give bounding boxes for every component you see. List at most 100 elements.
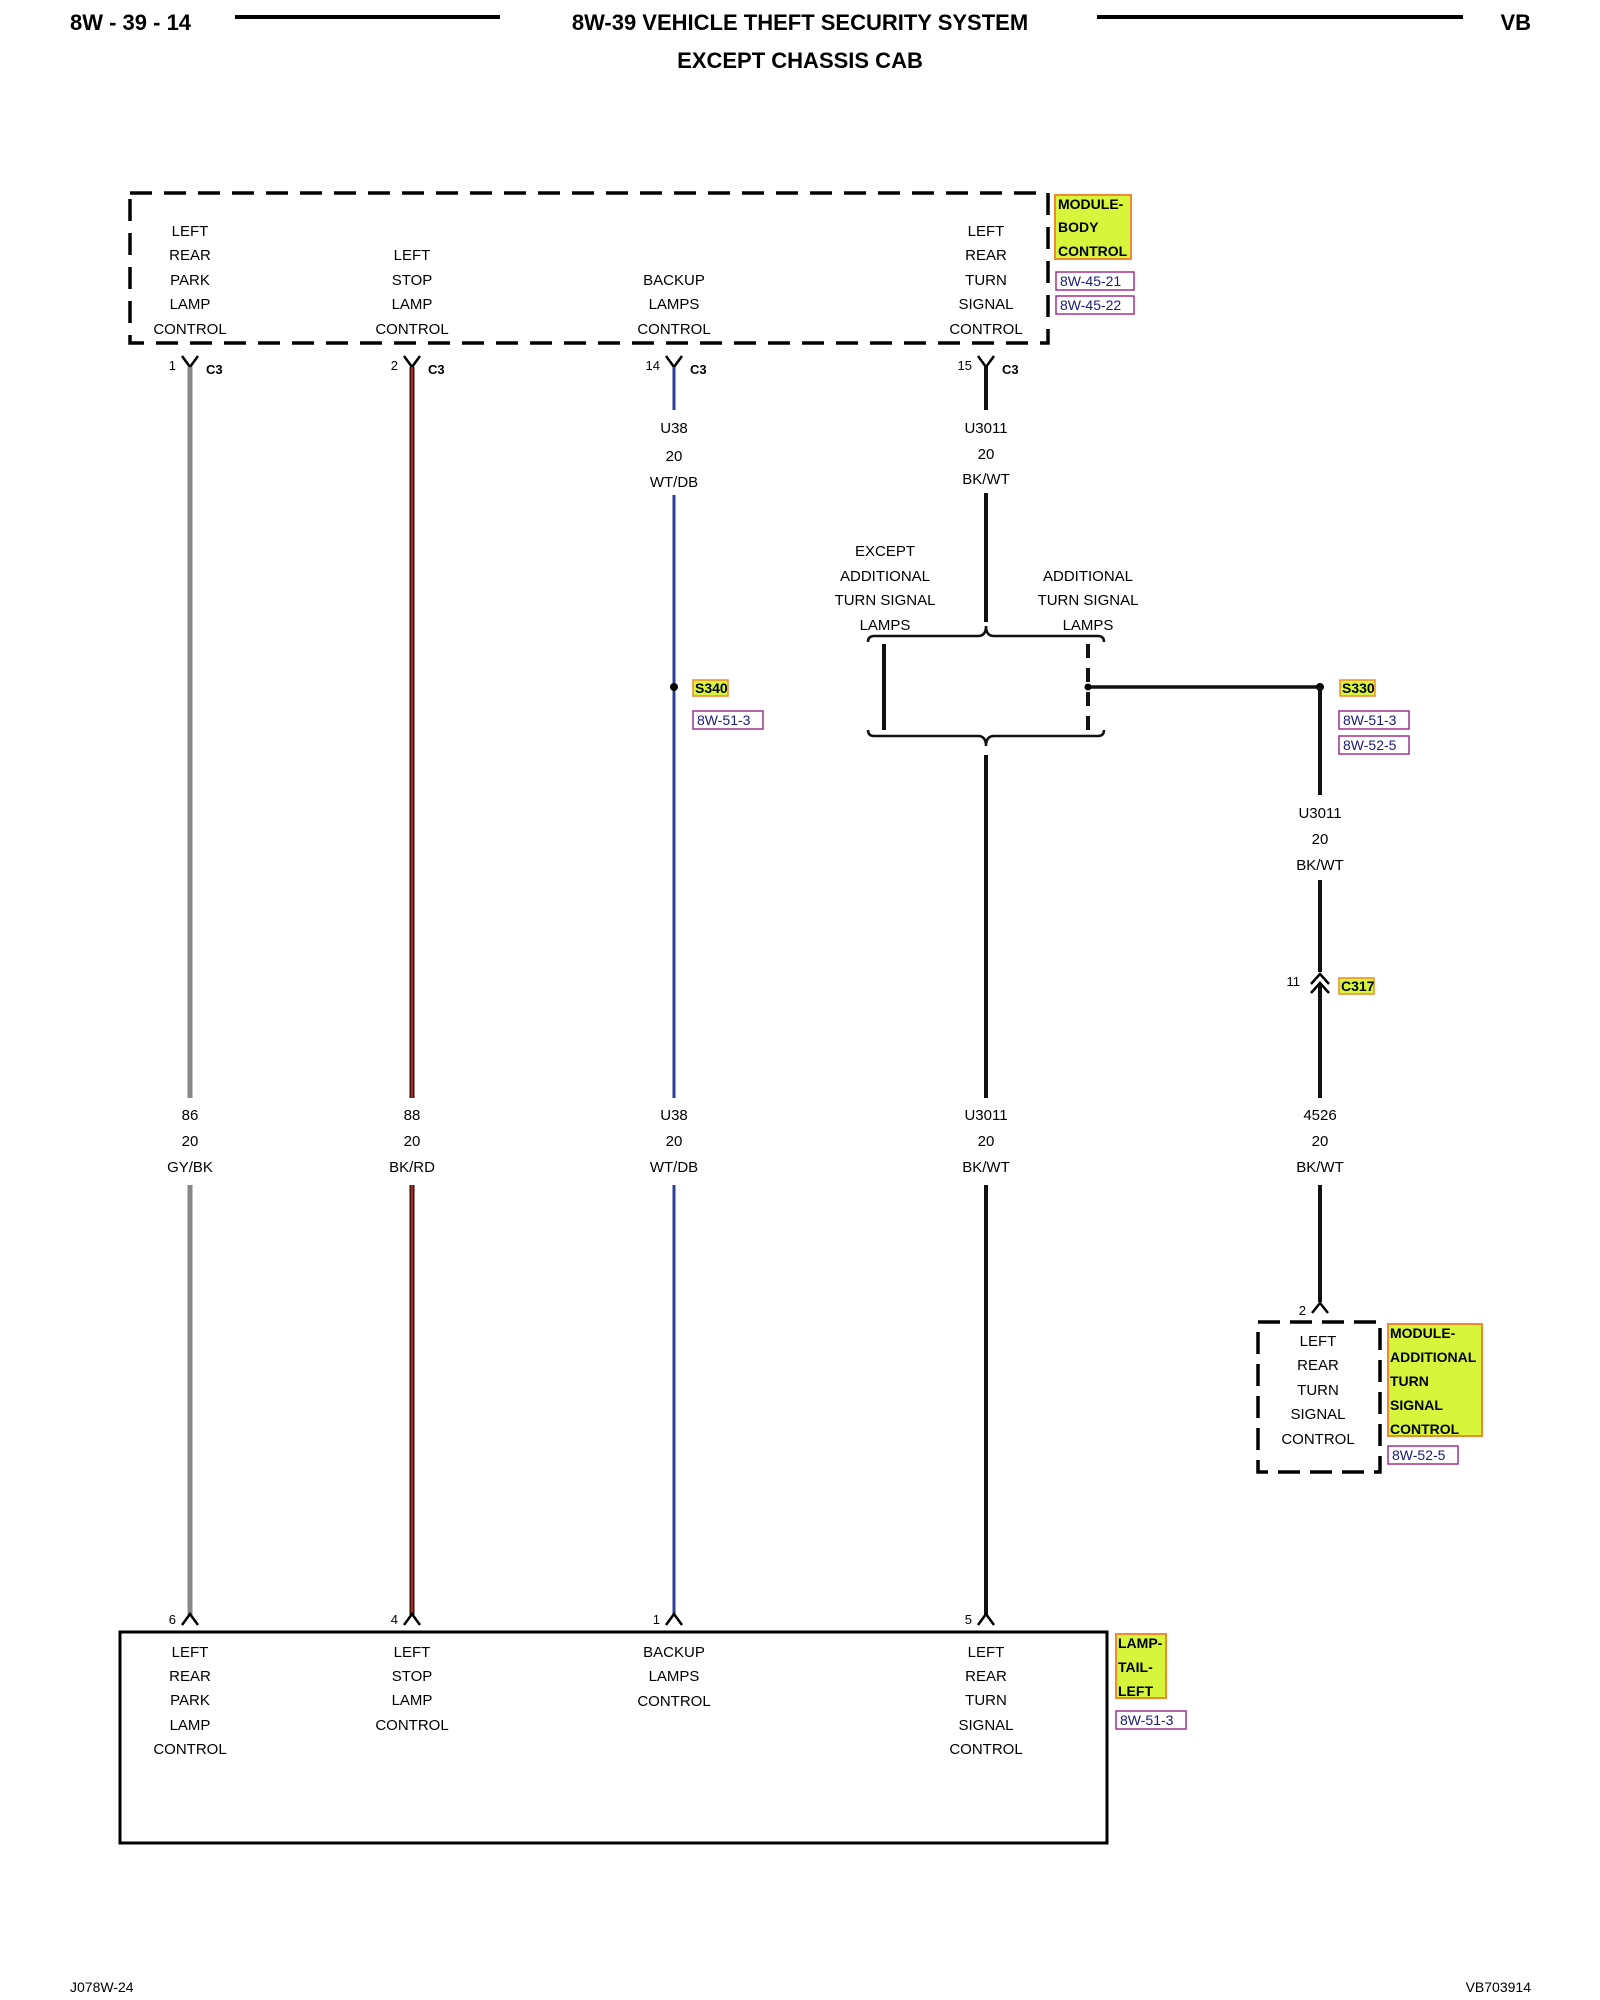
bcm-tag-line-3: CONTROL xyxy=(1058,243,1128,259)
splice-s340-tag: S340 xyxy=(695,680,728,696)
splice-s330-ref-2[interactable]: 8W-52-5 xyxy=(1343,737,1397,753)
upper-u38-gauge: 20 xyxy=(666,448,683,465)
tail-lamp-tag-line-1: LAMP- xyxy=(1118,1635,1163,1651)
tail-c5-line-4: SIGNAL xyxy=(958,1717,1013,1734)
option-except-line-2: ADDITIONAL xyxy=(840,568,930,585)
bcm-circuit-1-label: LEFT REAR PARK LAMP CONTROL xyxy=(153,223,226,338)
tail-c1-line-3: CONTROL xyxy=(637,1693,710,1710)
bcm-pin-1-symbol xyxy=(180,355,200,370)
turn-module-ref[interactable]: 8W-52-5 xyxy=(1392,1447,1446,1463)
s330-wire-color: BK/WT xyxy=(1296,857,1344,874)
tail-lamp-ref[interactable]: 8W-51-3 xyxy=(1120,1712,1174,1728)
tail-c5-line-1: LEFT xyxy=(968,1644,1005,1661)
s330-wire-gauge: 20 xyxy=(1312,831,1329,848)
upper-label-u3011: U3011 20 BK/WT xyxy=(962,420,1010,488)
tail-circuit-5-label: LEFT REAR TURN SIGNAL CONTROL xyxy=(949,1644,1022,1758)
s330-wire-label: U3011 20 BK/WT xyxy=(1296,805,1344,874)
tail-c6-line-2: REAR xyxy=(169,1668,211,1685)
splice-s340-dot xyxy=(670,683,678,691)
turn-module-ref-box xyxy=(1387,1445,1459,1465)
option-bracket-bottom xyxy=(866,729,1106,747)
lower-86-circuit: 86 xyxy=(182,1107,199,1124)
bcm-pin-1-connector: 1 C3 xyxy=(169,355,223,377)
option-additional-line-3: LAMPS xyxy=(1063,617,1114,634)
lower-u3011-gauge: 20 xyxy=(978,1133,995,1150)
turn-module-tag-line-4: SIGNAL xyxy=(1390,1397,1443,1413)
bcm-pin-15-connector-label: C3 xyxy=(1002,362,1019,377)
c317-tag-box xyxy=(1338,977,1375,995)
upper-u3011-color: BK/WT xyxy=(962,471,1010,488)
lower-4526-circuit: 4526 xyxy=(1303,1107,1336,1124)
bcm-circuit-3-label: BACKUP LAMPS CONTROL xyxy=(637,272,710,338)
footer-left-code: J078W-24 xyxy=(70,1979,134,1995)
lower-u38-color: WT/DB xyxy=(650,1159,698,1176)
lower-u3011-circuit: U3011 xyxy=(964,1107,1007,1124)
turn-module-tag-line-5: CONTROL xyxy=(1390,1421,1460,1437)
bcm-pin-2-connector: 2 C3 xyxy=(391,355,445,377)
lower-label-86: 86 20 GY/BK xyxy=(167,1107,213,1176)
splice-s330-tag: S330 xyxy=(1342,680,1375,696)
turn-module-box xyxy=(1256,1320,1382,1474)
lower-u38-circuit: U38 xyxy=(660,1107,688,1124)
bcm-ref-2-box xyxy=(1055,295,1135,315)
tail-circuit-6-label: LEFT REAR PARK LAMP CONTROL xyxy=(153,1644,226,1758)
tail-pin-1-number: 1 xyxy=(653,1612,660,1627)
tail-c4-line-4: CONTROL xyxy=(375,1717,448,1734)
tail-c5-line-3: TURN xyxy=(965,1692,1007,1709)
bcm-c2-line-2: STOP xyxy=(392,272,433,289)
model-code: VB xyxy=(1500,10,1531,35)
tail-pin-5: 5 xyxy=(965,1611,996,1627)
c317-symbol-upper xyxy=(1310,972,1330,985)
turn-module-line-2: REAR xyxy=(1297,1357,1339,1374)
lower-4526-gauge: 20 xyxy=(1312,1133,1329,1150)
bcm-tag-box xyxy=(1054,194,1132,260)
bcm-c3-line-2: LAMPS xyxy=(649,296,700,313)
tail-c4-line-3: LAMP xyxy=(392,1692,433,1709)
upper-u38-circuit: U38 xyxy=(660,420,688,437)
bcm-c4-line-3: TURN xyxy=(965,272,1007,289)
bcm-c3-line-1: BACKUP xyxy=(643,272,705,289)
bcm-ref-1[interactable]: 8W-45-21 xyxy=(1060,273,1121,289)
tail-pin-5-symbol xyxy=(976,1611,996,1626)
bcm-pin-14-connector: 14 C3 xyxy=(646,355,707,377)
splice-s330-ref-1-box xyxy=(1338,710,1410,730)
upper-label-u38: U38 20 WT/DB xyxy=(650,420,698,491)
bcm-pin-15-symbol xyxy=(976,355,996,370)
bcm-pin-14-symbol xyxy=(664,355,684,370)
bcm-pin-14-connector-label: C3 xyxy=(690,362,707,377)
lower-label-4526: 4526 20 BK/WT xyxy=(1296,1107,1344,1176)
tail-lamp-tag-line-2: TAIL- xyxy=(1118,1659,1153,1675)
tail-pin-4-symbol xyxy=(402,1611,422,1626)
bcm-c1-line-5: CONTROL xyxy=(153,321,226,338)
lower-86-gauge: 20 xyxy=(182,1133,199,1150)
bcm-tag-line-2: BODY xyxy=(1058,219,1099,235)
upper-u3011-circuit: U3011 xyxy=(964,420,1007,437)
bcm-pin-1-number: 1 xyxy=(169,358,176,373)
bcm-ref-2[interactable]: 8W-45-22 xyxy=(1060,297,1121,313)
bcm-c1-line-1: LEFT xyxy=(172,223,209,240)
turn-module-pin: 2 xyxy=(1299,1303,1306,1318)
splice-s330-ref-2-box xyxy=(1338,735,1410,755)
tail-c4-line-1: LEFT xyxy=(394,1644,431,1661)
c317-symbol-lower xyxy=(1310,981,1330,994)
bcm-pin-2-symbol xyxy=(402,355,422,370)
bcm-pin-14-number: 14 xyxy=(646,358,660,373)
option-except-line-1: EXCEPT xyxy=(855,543,915,560)
tail-lamp-tag-line-3: LEFT xyxy=(1118,1683,1153,1699)
tail-pin-6-number: 6 xyxy=(169,1612,176,1627)
tail-c6-line-5: CONTROL xyxy=(153,1741,226,1758)
bcm-c4-line-1: LEFT xyxy=(968,223,1005,240)
splice-s340-ref-box xyxy=(692,710,764,730)
lower-label-u38: U38 20 WT/DB xyxy=(650,1107,698,1176)
lower-u38-gauge: 20 xyxy=(666,1133,683,1150)
splice-s330-ref-1[interactable]: 8W-51-3 xyxy=(1343,712,1397,728)
upper-u3011-gauge: 20 xyxy=(978,446,995,463)
tail-pin-5-number: 5 xyxy=(965,1612,972,1627)
bcm-circuit-4-label: LEFT REAR TURN SIGNAL CONTROL xyxy=(949,223,1022,338)
page-title: 8W-39 VEHICLE THEFT SECURITY SYSTEM xyxy=(572,10,1028,35)
tail-pin-6-symbol xyxy=(180,1611,200,1626)
tail-pin-1: 1 xyxy=(653,1611,684,1627)
splice-s340-ref[interactable]: 8W-51-3 xyxy=(697,712,751,728)
bcm-c2-line-3: LAMP xyxy=(392,296,433,313)
